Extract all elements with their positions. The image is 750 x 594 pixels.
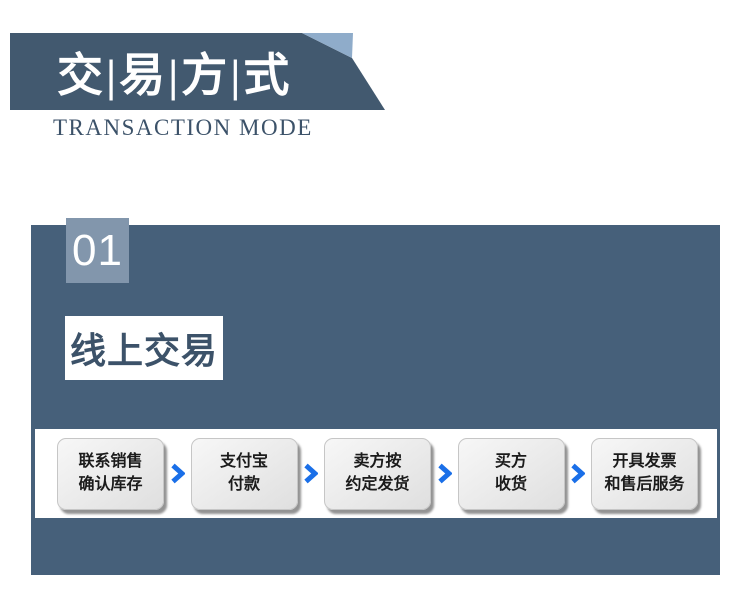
header-banner: 交|易|方|式 TRANSACTION MODE [0,0,400,150]
flow-step-label: 确认库存 [78,475,143,493]
ribbon-body-shape [10,33,385,110]
flow-step: 联系销售 确认库存 [57,437,164,510]
section-title-box: 线上交易 [65,316,223,380]
flow-step-label: 和售后服务 [604,475,685,493]
flow-step: 支付宝 付款 [190,437,298,510]
chevron-right-icon [570,463,586,484]
section-block: 01 线上交易 联系销售 确认库存 支付宝 付款 [31,218,720,575]
flow-step: 开具发票 和售后服务 [591,437,698,510]
flow-step-label: 支付宝 [219,453,268,471]
chevron-right-icon [436,463,452,484]
flow-step: 买方 收货 [457,437,565,510]
section-number: 01 [72,225,123,275]
ribbon-banner-shape [10,33,385,110]
page-subtitle: TRANSACTION MODE [53,115,313,140]
flow-step-label: 付款 [227,475,260,493]
flow-step-label: 约定发货 [345,475,410,493]
flow-step-label: 收货 [494,475,527,493]
ribbon-fold-triangle [302,33,353,58]
flow-step-label: 卖方按 [353,453,402,471]
section-title: 线上交易 [69,330,218,371]
chevron-right-icon [169,463,185,484]
flow-step: 卖方按 约定发货 [324,437,431,510]
page-title: 交|易|方|式 [57,49,293,101]
section-number-badge: 01 [66,218,129,283]
chevron-right-icon [303,463,319,484]
flow-step-label: 联系销售 [78,453,143,471]
flow-strip: 联系销售 确认库存 支付宝 付款 卖方按 约定发货 [35,429,717,518]
flow-step-label: 开具发票 [612,453,677,471]
flow-step-label: 买方 [494,453,527,471]
